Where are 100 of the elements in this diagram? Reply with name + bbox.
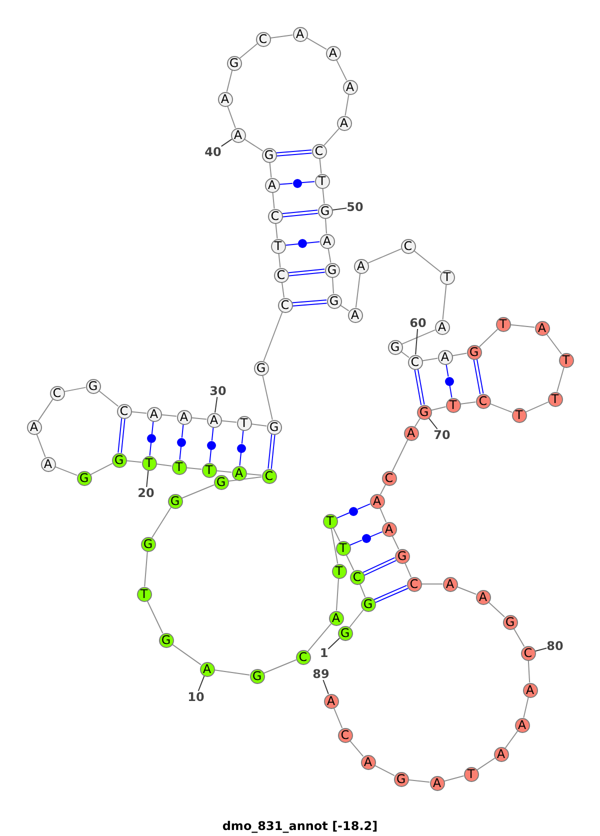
backbone-line: [392, 439, 408, 472]
base-pair-line: [276, 150, 312, 154]
backbone-line: [460, 402, 476, 404]
backbone-line: [413, 250, 442, 273]
position-number: 30: [210, 385, 226, 397]
backbone-line: [404, 562, 412, 578]
base-pair-line: [209, 448, 212, 464]
base-pair-line: [336, 512, 350, 519]
base-pair-line: [211, 426, 214, 442]
base-pair-line: [288, 272, 326, 276]
backbone-line: [214, 670, 250, 676]
backbone-line: [401, 329, 436, 345]
position-number: 89: [312, 668, 330, 680]
backbone-line: [181, 484, 215, 499]
backbone-line: [332, 527, 340, 542]
base-pair-line: [357, 503, 371, 510]
backbone-line: [282, 282, 284, 298]
backbone-line: [513, 628, 525, 648]
backbone-line: [333, 707, 343, 729]
backbone-line: [556, 366, 564, 392]
base-pair-line: [268, 434, 272, 470]
base-pair-line: [476, 358, 484, 394]
backbone-line: [278, 252, 281, 268]
backbone-line: [130, 411, 148, 414]
base-pair-line: [288, 268, 326, 274]
position-number: 50: [346, 201, 364, 213]
position-number: 10: [188, 691, 204, 703]
backbone-line: [332, 276, 334, 294]
backbone-line: [346, 554, 354, 571]
backbone-line: [490, 403, 512, 413]
backbone-line: [90, 462, 113, 476]
position-number: 20: [138, 487, 154, 499]
backbone-line: [349, 740, 364, 757]
backbone-line: [367, 248, 402, 264]
backbone-line: [146, 600, 164, 634]
position-number: 60: [410, 317, 426, 329]
position-number: 40: [204, 146, 222, 158]
base-pair-line: [292, 300, 328, 304]
caption: dmo_831_annot [-18.2]: [222, 819, 378, 833]
backbone-line: [269, 162, 272, 178]
backbone-line: [330, 528, 338, 564]
backbone-line: [340, 304, 350, 312]
base-pair-line: [446, 364, 449, 378]
base-pair-line: [179, 446, 182, 460]
backbone-line: [246, 473, 262, 476]
backbone-line: [525, 402, 549, 412]
backbone-line: [504, 730, 518, 748]
leader-line: [322, 680, 329, 694]
base-pair-line: [270, 434, 276, 470]
backbone-line: [374, 764, 395, 776]
base-pair-line: [239, 452, 242, 466]
backbone-line: [227, 106, 236, 128]
backbone-line: [160, 414, 178, 417]
backbone-line: [263, 312, 283, 362]
backbone-line: [216, 470, 232, 473]
leader-line: [220, 138, 232, 147]
backbone-line: [244, 138, 264, 152]
leader-line: [146, 470, 149, 488]
backbone-line: [528, 660, 530, 683]
position-number: 70: [434, 429, 450, 441]
base-pair-line: [282, 212, 318, 218]
leader-line: [415, 328, 418, 356]
backbone-line: [400, 351, 410, 358]
base-pair-line: [349, 540, 362, 546]
backbone-line: [319, 158, 322, 174]
backbone-line: [349, 609, 364, 628]
backbone-line: [336, 59, 348, 81]
backbone-line: [442, 284, 447, 320]
leader-line: [328, 638, 340, 650]
backbone-line: [324, 128, 340, 146]
base-pair-line: [414, 369, 422, 406]
backbone-line: [263, 659, 297, 674]
base-pair-line: [362, 557, 396, 573]
backbone-line: [306, 37, 327, 50]
backbone-line: [38, 398, 54, 422]
backbone-line: [408, 779, 430, 783]
base-pair-line: [284, 243, 299, 246]
backbone-line: [488, 602, 505, 618]
backbone-line: [144, 550, 148, 588]
backbone-line: [239, 43, 258, 59]
backbone-line: [355, 272, 361, 308]
backbone-line: [64, 386, 86, 392]
base-pair-line: [374, 588, 408, 604]
leader-line: [214, 396, 218, 414]
backbone-line: [172, 644, 202, 666]
backbone-line: [272, 192, 275, 210]
backbone-line: [186, 467, 202, 470]
backbone-line: [250, 424, 268, 426]
base-pair-line: [449, 384, 452, 398]
backbone-line: [152, 506, 172, 538]
backbone-line: [380, 484, 386, 495]
base-pair-line: [364, 560, 397, 576]
backbone-line: [156, 464, 172, 466]
base-pair-line: [276, 152, 312, 156]
backbone-line: [325, 218, 327, 234]
base-pair-line: [374, 584, 408, 600]
base-pair-line: [306, 241, 320, 244]
backbone-line: [379, 507, 387, 523]
backbone-line: [190, 417, 208, 420]
backbone-line: [456, 586, 477, 595]
